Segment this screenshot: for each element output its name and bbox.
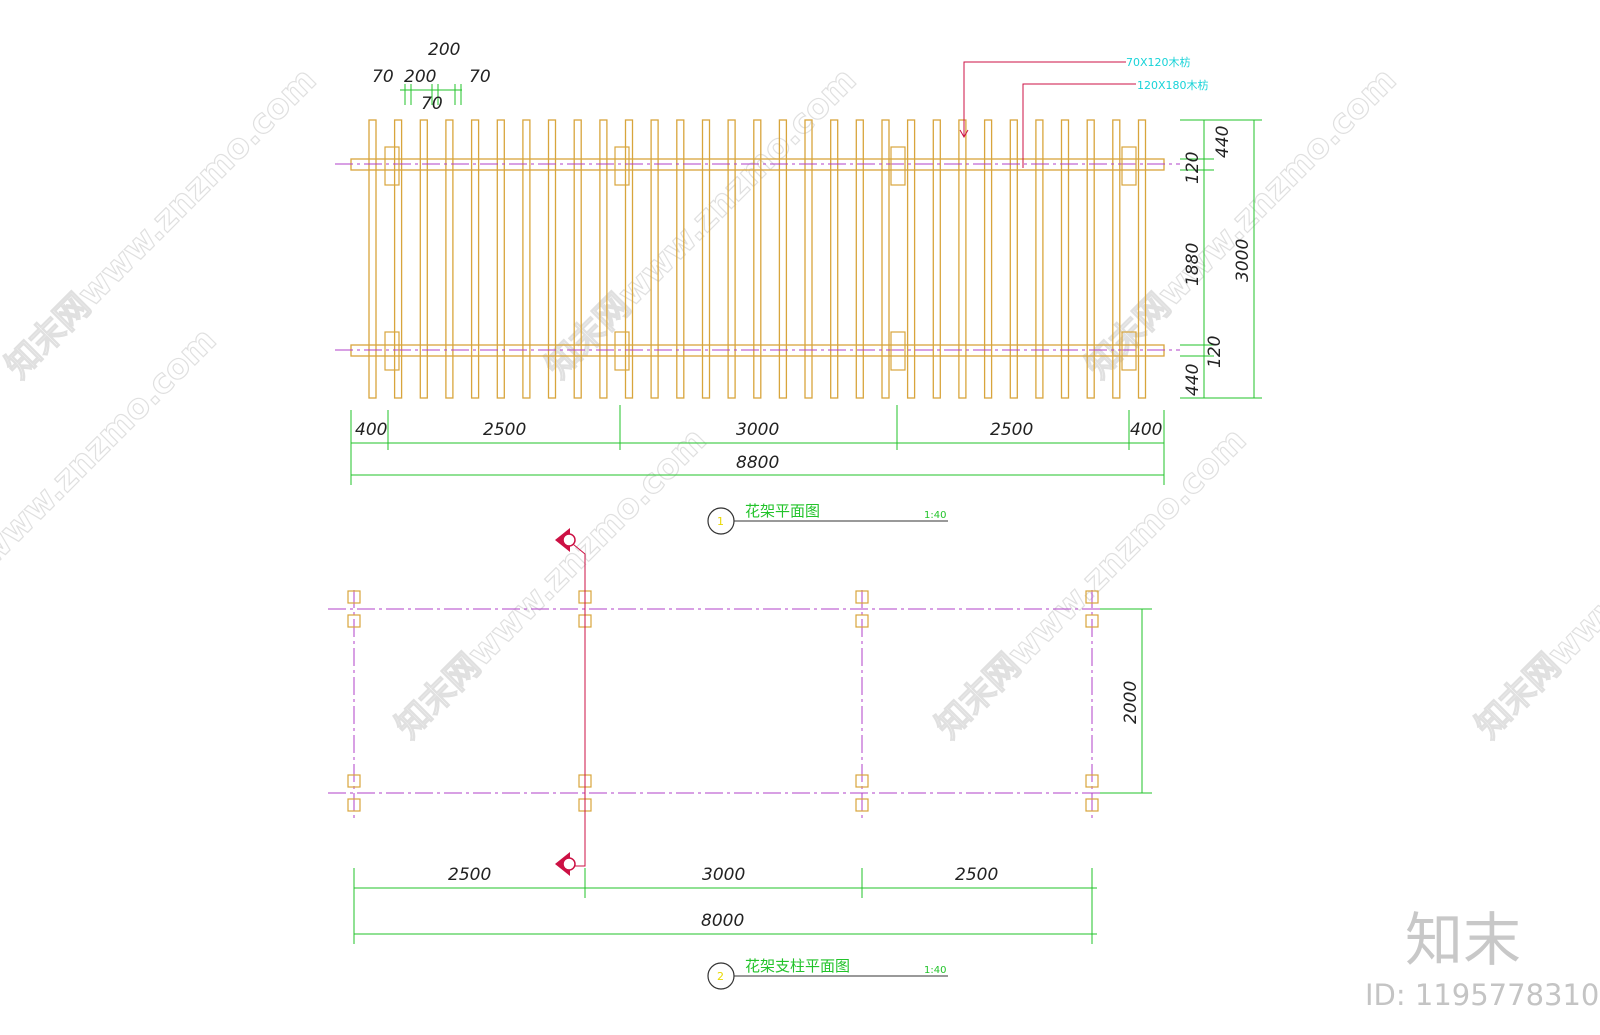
- plan1-scale: 1:40: [924, 510, 946, 521]
- watermark-text: 知末网www.znzmo.com: [928, 420, 1254, 746]
- rafter-slat: [419, 119, 428, 399]
- plan1-number: 1: [717, 515, 724, 528]
- top-dimensions: 200 70 200 70 70: [372, 40, 491, 114]
- rafter-slat: [547, 119, 557, 399]
- rafter-slat: [496, 119, 505, 399]
- rafter-slat: [830, 119, 839, 399]
- rafter-slat: [932, 119, 941, 399]
- dim-overhang-top: 440: [1213, 126, 1233, 158]
- plan2-title: 2 花架支柱平面图 1:40: [707, 957, 948, 990]
- dim-bay-2: 3000: [736, 420, 779, 440]
- rafter-slat: [368, 119, 377, 399]
- rafter-slat: [804, 119, 813, 399]
- right-dimensions: [1180, 119, 1262, 399]
- rafter-slat: [727, 119, 736, 399]
- dim-column-bay-3: 2500: [955, 865, 998, 885]
- plan2-bottom-dimensions: [353, 868, 1097, 944]
- dim-slat-width-left: 70: [372, 67, 394, 87]
- bottom-dimensions: [350, 405, 1165, 485]
- watermark-text: 知末网www.znzmo.com: [0, 60, 324, 386]
- rafter-slat: [1086, 119, 1095, 399]
- column-marker: [347, 774, 361, 788]
- rafter-slat: [778, 119, 788, 399]
- dim-rail-spacing: 200: [428, 40, 460, 60]
- rafter-slats: [368, 119, 1147, 399]
- column-marker: [347, 590, 361, 604]
- pergola-plan: 200 70 200 70 70 70X120木枋 120X180木枋 440 …: [335, 40, 1262, 535]
- rafter-slat: [701, 119, 711, 399]
- rafter-slat: [983, 119, 993, 399]
- watermark-text: 知末网www.znzmo.com: [388, 420, 714, 746]
- plan1-title: 1 花架平面图 1:40: [707, 502, 948, 535]
- rafter-slat: [573, 119, 582, 399]
- rafter-slat: [753, 119, 762, 399]
- dim-beam-bottom: 120: [1205, 336, 1225, 368]
- rafter-slat: [676, 119, 685, 399]
- plan2-number: 2: [717, 970, 724, 983]
- dim-column-spacing: 2000: [1121, 681, 1141, 724]
- dim-slat-gap: 200: [404, 67, 436, 87]
- dim-column-bay-2: 3000: [702, 865, 745, 885]
- section-markers: [555, 528, 586, 876]
- callout-beam-size: 120X180木枋: [1137, 78, 1209, 92]
- rafter-slat: [1137, 119, 1147, 399]
- rafter-slat: [445, 119, 454, 399]
- rafter-slat: [393, 119, 403, 399]
- dim-total-length: 8800: [736, 453, 779, 473]
- dim-column-bay-1: 2500: [448, 865, 491, 885]
- column-marker: [1085, 798, 1099, 812]
- column-marker: [855, 590, 869, 604]
- watermark-text: 知末网www.znzmo.com: [538, 60, 864, 386]
- rafter-slat: [624, 119, 634, 399]
- rafter-slat: [1112, 119, 1121, 399]
- dim-overhang-bottom: 440: [1183, 364, 1203, 396]
- dim-bay-1: 2500: [483, 420, 526, 440]
- rafter-slat: [1009, 119, 1018, 399]
- rafter-slat: [855, 119, 864, 399]
- rafter-slat: [599, 119, 608, 399]
- plan1-title-text: 花架平面图: [745, 502, 820, 520]
- dim-beam-span: 1880: [1183, 243, 1203, 286]
- rafter-slat: [650, 119, 659, 399]
- plan2-right-dimension: [1100, 608, 1152, 794]
- dim-overhang-left: 400: [355, 420, 387, 440]
- watermark-text: 知末网www.znzmo.com: [1078, 60, 1404, 386]
- rafter-slat: [958, 119, 967, 399]
- column-marker: [855, 798, 869, 812]
- column-marker: [347, 798, 361, 812]
- rafter-slat: [906, 119, 916, 399]
- dim-total-depth: 3000: [1233, 239, 1253, 282]
- timber-callouts: 70X120木枋 120X180木枋: [959, 55, 1209, 168]
- dim-overhang-right: 400: [1130, 420, 1162, 440]
- rafter-slat: [1060, 119, 1070, 399]
- image-id: ID: 1195778310: [1365, 978, 1599, 1012]
- watermark-layer: 知末网www.znzmo.com 知末网www.znzmo.com 知末网www…: [0, 60, 1600, 747]
- rafter-slat: [1035, 119, 1044, 399]
- column-marker: [855, 774, 869, 788]
- column-marker: [1085, 590, 1099, 604]
- column-marker: [347, 614, 361, 628]
- dim-column-total: 8000: [701, 911, 744, 931]
- dim-bay-3: 2500: [990, 420, 1033, 440]
- column-marker: [1085, 774, 1099, 788]
- column-marker: [855, 614, 869, 628]
- dim-slat-width-right: 70: [469, 67, 491, 87]
- brand-logo: 知末: [1405, 906, 1521, 974]
- watermark-text: 知末网www.znzmo.com: [1468, 420, 1600, 746]
- column-plan: 2000 2500 3000 2500 8000 2 花架支柱平面图 1:40: [328, 528, 1152, 990]
- column-marker: [1085, 614, 1099, 628]
- rafter-slat: [470, 119, 480, 399]
- plan2-title-text: 花架支柱平面图: [745, 957, 850, 975]
- rafter-slat: [881, 119, 890, 399]
- dim-slat-width-bottom: 70: [421, 94, 443, 114]
- plan2-scale: 1:40: [924, 965, 946, 976]
- post-markers: [384, 146, 1137, 371]
- callout-rafter-size: 70X120木枋: [1126, 55, 1191, 69]
- dim-beam-top: 120: [1183, 152, 1203, 184]
- rafter-slat: [522, 119, 531, 399]
